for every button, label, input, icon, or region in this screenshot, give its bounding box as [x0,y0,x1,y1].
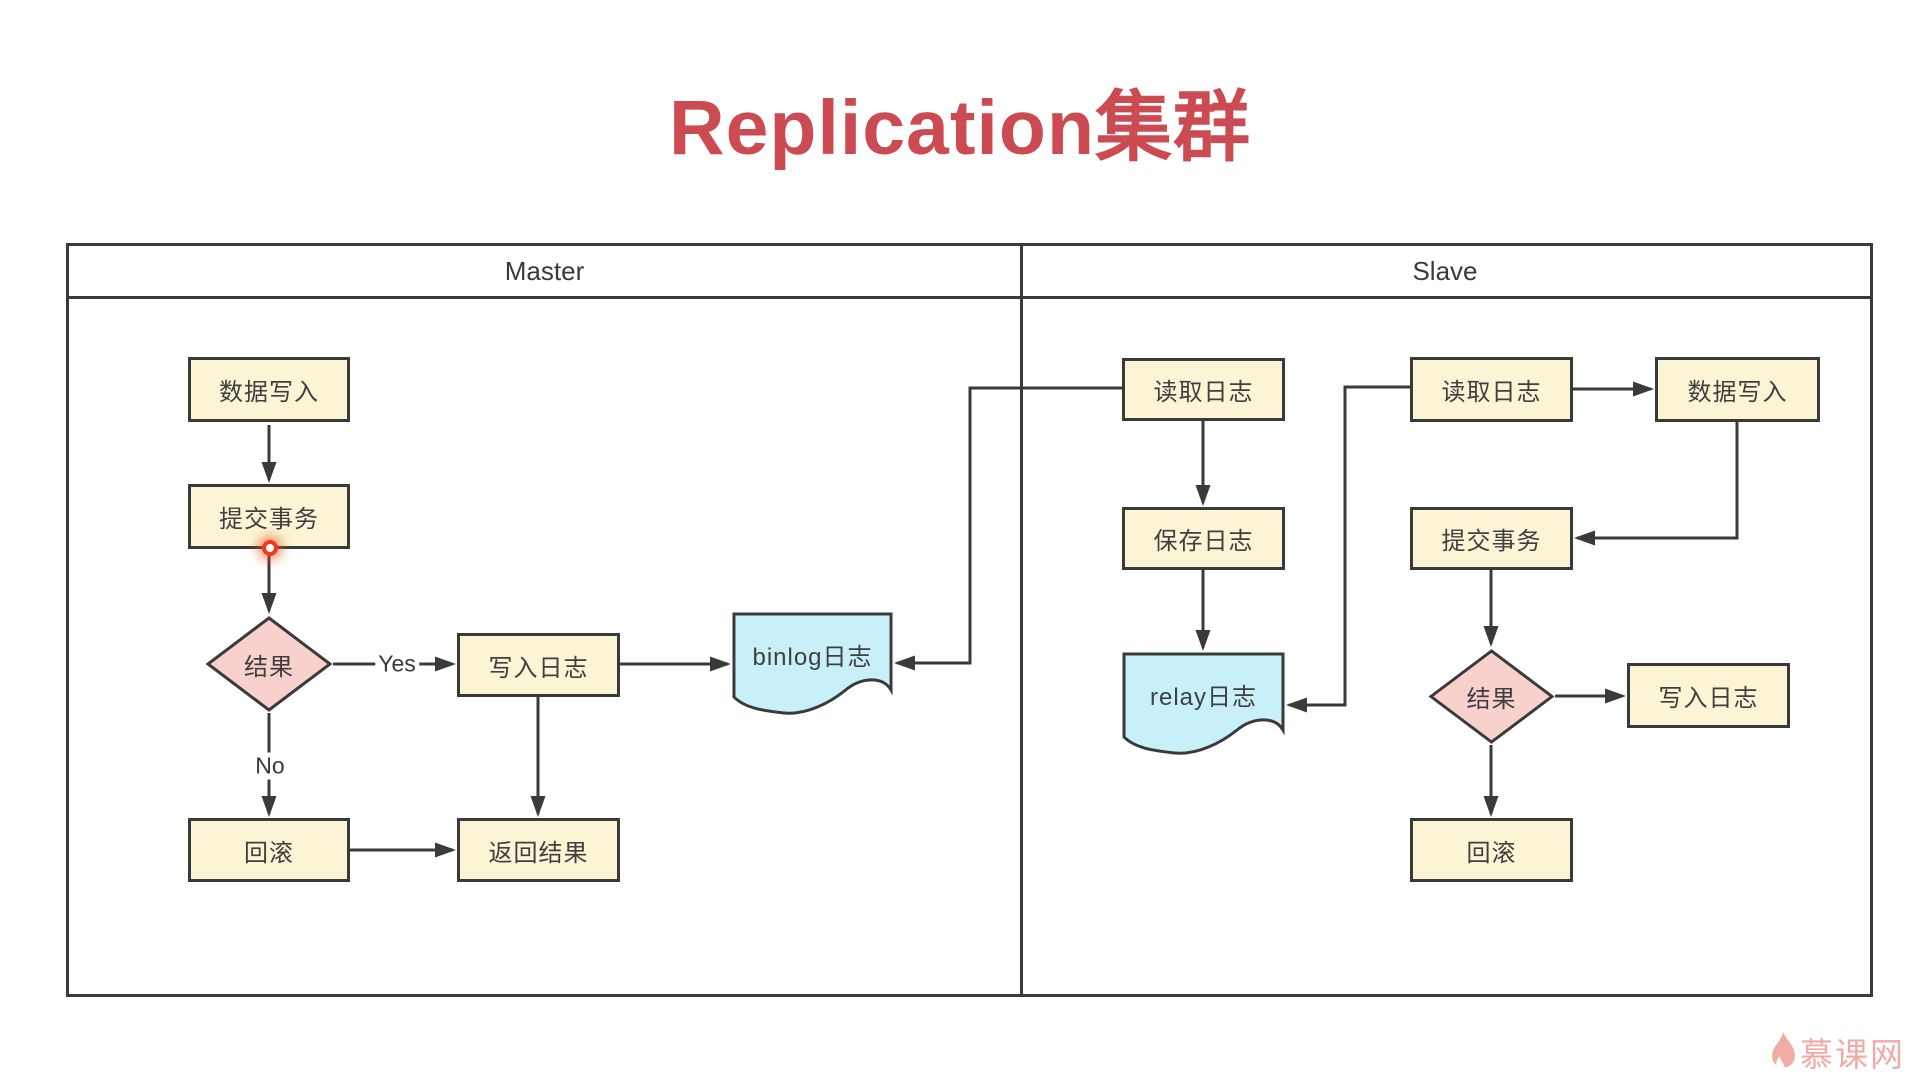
edge-label-yes: Yes [375,650,419,678]
node-label: 读取日志 [1441,379,1542,406]
diamond-shape-icon [205,616,333,712]
node-label: 返回结果 [488,839,589,867]
node-master-binlog: binlog日志 [732,612,893,718]
node-slave-result: 结果 [1428,648,1555,745]
node-slave-read-log-1: 读取日志 [1122,358,1285,421]
lane-header-slave: Slave [1412,255,1478,286]
node-label: 结果 [244,653,294,681]
node-label: 提交事务 [219,506,319,533]
node-slave-save-log: 保存日志 [1122,507,1285,570]
page-title: Replication集群 [668,85,1251,171]
diamond-shape-icon [1428,649,1555,744]
node-label: relay日志 [1149,683,1258,711]
node-slave-data-write: 数据写入 [1655,357,1820,422]
node-master-return-result: 返回结果 [457,818,620,882]
node-slave-read-log-2: 读取日志 [1410,357,1573,422]
imooc-watermark: 慕课网 [1770,1028,1905,1076]
node-label: binlog日志 [752,643,873,671]
node-label: 数据写入 [1687,379,1788,406]
lane-header-master: Master [504,255,585,286]
document-shape-icon [1122,652,1285,755]
node-master-rollback: 回滚 [188,818,350,882]
lane-divider [1020,246,1023,994]
click-indicator-dot [262,540,278,556]
node-slave-commit: 提交事务 [1410,507,1573,570]
edge-label-no: No [252,752,288,780]
node-label: 结果 [1466,686,1517,713]
node-slave-rollback: 回滚 [1410,818,1573,882]
node-master-result: 结果 [205,615,333,713]
node-label: 写入日志 [488,654,589,682]
document-shape-icon [732,612,893,715]
node-label: 读取日志 [1153,379,1254,406]
watermark-text: 慕课网 [1800,1036,1905,1073]
node-master-commit: 提交事务 [188,484,350,549]
node-label: 回滚 [1466,839,1517,867]
node-master-write-log: 写入日志 [457,633,620,697]
node-label: 数据写入 [219,379,319,406]
node-master-data-write: 数据写入 [188,357,350,422]
node-label: 回滚 [244,839,294,867]
flame-icon [1772,1031,1795,1071]
node-label: 保存日志 [1153,528,1254,555]
node-slave-write-log: 写入日志 [1627,663,1790,728]
node-slave-relay-log: relay日志 [1122,652,1285,758]
node-label: 提交事务 [1441,528,1542,555]
node-label: 写入日志 [1658,685,1759,712]
lane-header-row: Master Slave [69,246,1870,299]
